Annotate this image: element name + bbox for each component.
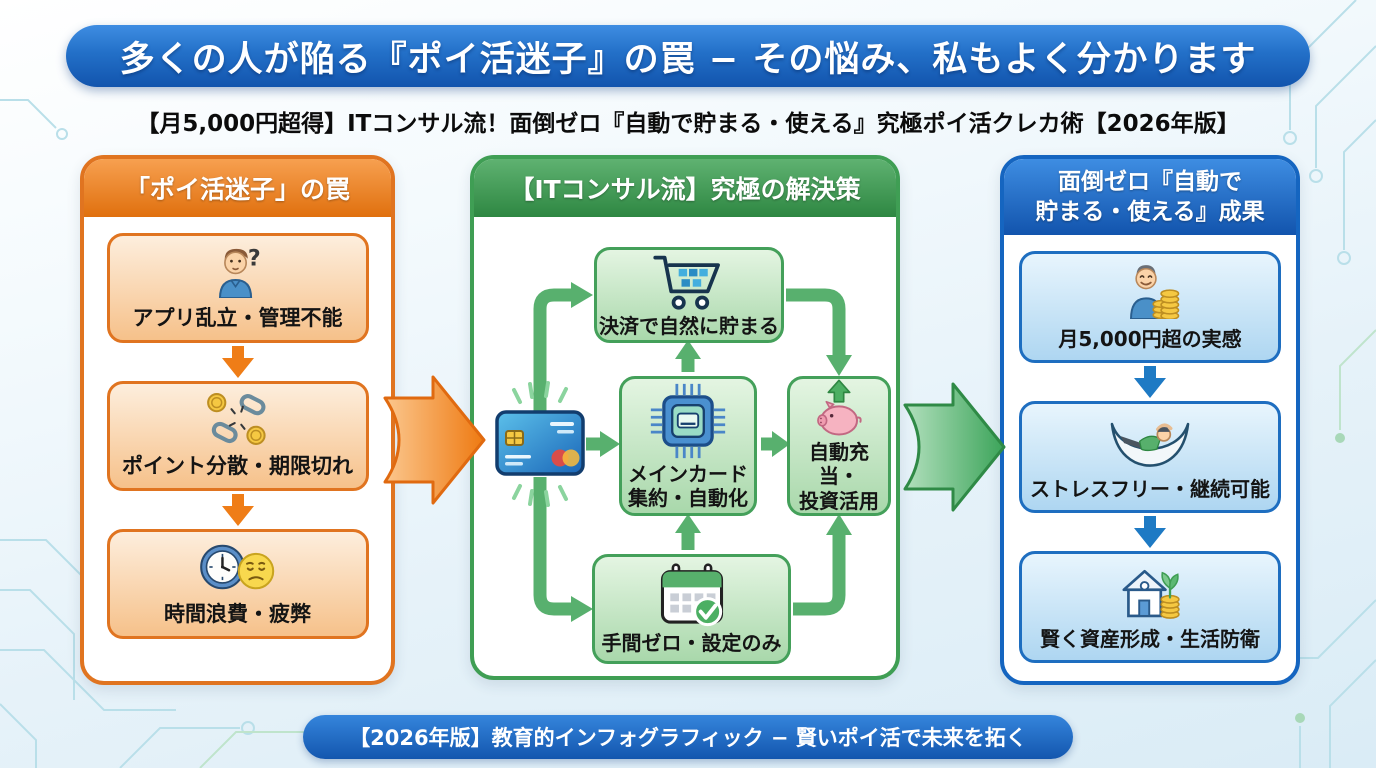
chip-card-icon	[650, 383, 726, 458]
down-arrow-icon	[1134, 366, 1166, 398]
footer-text: 【2026年版】教育的インフォグラフィック − 賢いポイ活で未来を拓く	[349, 726, 1027, 750]
hammock-relax-icon	[1110, 422, 1190, 467]
result-card-label: 賢く資産形成・生活防衛	[1040, 627, 1260, 651]
calendar-check-icon	[660, 563, 723, 626]
down-arrow-icon	[221, 494, 254, 526]
solution-column-header: 【ITコンサル流】究極の解決策	[474, 159, 896, 217]
down-arrow-icon	[1134, 516, 1166, 548]
page-title: 多くの人が陥る『ポイ活迷子』の罠 − その悩み、私もよく分かります	[119, 39, 1257, 80]
solution-node-setup: 手間ゼロ・設定のみ	[592, 554, 791, 664]
problem-column: 「ポイ活迷子」の罠 ? アプリ乱立・管理不能	[80, 155, 395, 685]
solution-node-payments: 決済で自然に貯まる	[594, 247, 784, 343]
footer-banner: 【2026年版】教育的インフォグラフィック − 賢いポイ活で未来を拓く	[303, 715, 1073, 759]
result-card-earnings: 月5,000円超の実感	[1019, 251, 1281, 363]
big-arrow-green-icon	[903, 382, 1006, 512]
result-card-stressfree: ストレスフリー・継続可能	[1019, 401, 1281, 513]
shopping-cart-icon	[653, 255, 720, 310]
person-coins-icon	[1130, 265, 1180, 319]
problem-card-apps: ? アプリ乱立・管理不能	[106, 233, 369, 343]
solution-column: 【ITコンサル流】究極の解決策	[470, 155, 900, 680]
result-card-assets: 賢く資産形成・生活防衛	[1019, 551, 1281, 663]
solution-node-piggy: 自動充当・ 投資活用	[787, 376, 891, 516]
solution-node-main-card: メインカード 集約・自動化	[619, 376, 757, 516]
confused-person-icon: ?	[218, 245, 260, 298]
solution-node-label: 自動充当・ 投資活用	[799, 439, 879, 513]
credit-card-icon	[495, 410, 585, 476]
piggy-bank-icon	[817, 379, 862, 436]
solution-node-label: メインカード 集約・自動化	[628, 461, 748, 510]
flow-arrows	[512, 282, 852, 622]
result-column-header: 面倒ゼロ『自動で 貯まる・使える』成果	[1004, 159, 1296, 235]
svg-text:?: ?	[247, 245, 260, 271]
solution-node-label: 手間ゼロ・設定のみ	[601, 630, 782, 655]
title-banner: 多くの人が陥る『ポイ活迷子』の罠 − その悩み、私もよく分かります	[66, 25, 1310, 87]
result-card-label: 月5,000円超の実感	[1058, 327, 1242, 351]
clock-tired-face-icon	[199, 544, 274, 590]
problem-card-time: 時間浪費・疲弊	[106, 529, 369, 639]
down-arrow-icon	[221, 346, 254, 378]
problem-card-label: 時間浪費・疲弊	[164, 602, 311, 626]
credit-card-source	[494, 409, 586, 481]
page-subtitle: 【月5,000円超得】ITコンサル流！面倒ゼロ『自動で貯まる・使える』究極ポイ活…	[136, 111, 1240, 137]
problem-column-header: 「ポイ活迷子」の罠	[84, 159, 391, 217]
problem-card-points: ポイント分散・期限切れ	[106, 381, 369, 491]
result-column: 面倒ゼロ『自動で 貯まる・使える』成果 月5,000円超の実感	[1000, 155, 1300, 685]
sparkle-rays-icon	[512, 381, 568, 507]
result-card-label: ストレスフリー・継続可能	[1030, 477, 1270, 501]
house-savings-icon	[1122, 569, 1180, 619]
problem-card-label: ポイント分散・期限切れ	[122, 454, 353, 478]
broken-chain-coins-icon	[206, 393, 266, 445]
big-arrow-orange-icon	[383, 375, 486, 505]
solution-node-label: 決済で自然に貯まる	[599, 313, 779, 338]
problem-card-label: アプリ乱立・管理不能	[132, 306, 343, 330]
